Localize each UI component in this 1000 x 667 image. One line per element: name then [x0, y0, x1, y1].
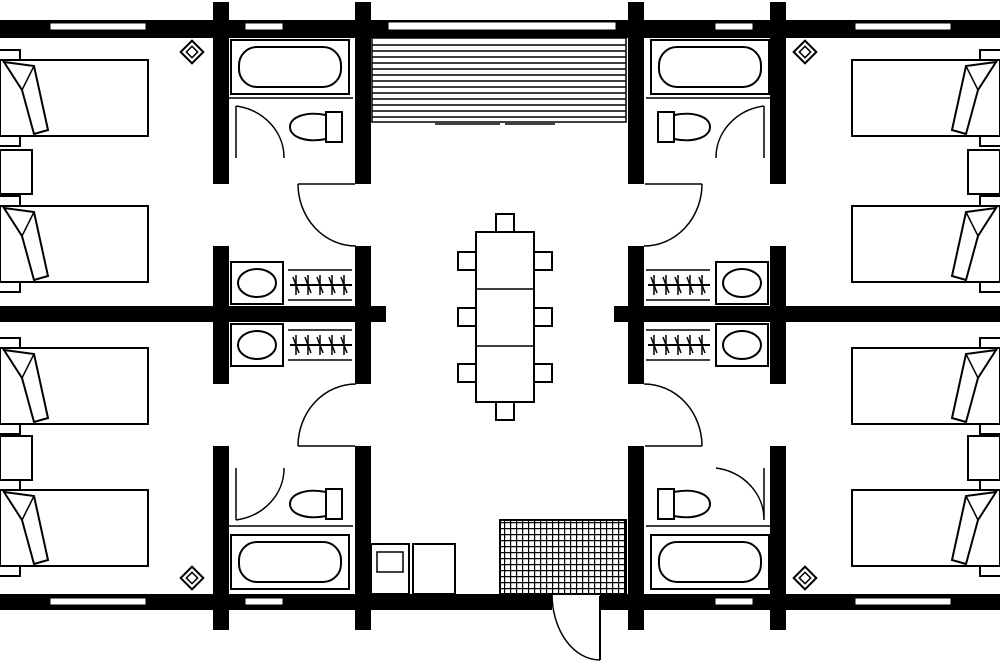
bathroom-door: [235, 467, 285, 521]
bed: [0, 479, 149, 577]
bathroom-door: [715, 467, 765, 521]
bed: [851, 195, 1000, 293]
lamp-icon: [179, 39, 205, 65]
bathroom-door: [715, 105, 765, 159]
sink-icon: [230, 261, 284, 305]
lamp-icon: [179, 565, 205, 591]
bathroom-door: [235, 105, 285, 159]
chair: [457, 251, 477, 271]
sink-icon: [230, 323, 284, 367]
bedroom-bottom-left: [0, 337, 205, 591]
wardrobe: [645, 269, 711, 301]
nightstand: [967, 149, 1000, 195]
bathtub: [230, 534, 350, 590]
toilet-icon: [289, 111, 343, 143]
fridge: [412, 543, 456, 595]
nightstand: [0, 435, 33, 481]
bathtub: [650, 534, 770, 590]
wardrobe: [287, 329, 353, 361]
bed: [0, 49, 149, 147]
chair: [495, 401, 515, 421]
bathroom-top-left: [229, 39, 353, 159]
dining-table: [475, 231, 535, 403]
bed: [851, 479, 1000, 577]
toilet-icon: [657, 488, 711, 520]
nightstand: [967, 435, 1000, 481]
sink-icon: [715, 323, 769, 367]
walls: [0, 2, 1000, 630]
sink-icon: [715, 261, 769, 305]
chair: [533, 251, 553, 271]
chair: [495, 213, 515, 233]
toilet-icon: [657, 111, 711, 143]
bed: [851, 337, 1000, 435]
toilet-icon: [289, 488, 343, 520]
wardrobe: [645, 329, 711, 361]
nightstand: [0, 149, 33, 195]
chair: [457, 363, 477, 383]
chair: [533, 307, 553, 327]
entrance-door: [551, 593, 601, 661]
bed: [0, 337, 149, 435]
bathtub: [650, 39, 770, 95]
bathroom-bottom-right: [646, 467, 770, 590]
bed: [0, 195, 149, 293]
entry-mat: [499, 519, 627, 595]
bedroom-top-left: [0, 39, 205, 293]
bedroom-top-right: [792, 39, 1000, 293]
wardrobe: [287, 269, 353, 301]
dining-set: [457, 213, 553, 421]
chair: [533, 363, 553, 383]
chair: [457, 307, 477, 327]
bedroom-bottom-right: [792, 337, 1000, 591]
bathroom-bottom-left: [229, 467, 353, 590]
bed: [851, 49, 1000, 147]
staircase: [371, 37, 627, 125]
bedroom-doors: [297, 183, 703, 447]
windows: [49, 21, 952, 606]
kitchenette: [370, 543, 456, 595]
bathtub: [230, 39, 350, 95]
lamp-icon: [792, 565, 818, 591]
lamp-icon: [792, 39, 818, 65]
bathroom-top-right: [646, 39, 770, 159]
